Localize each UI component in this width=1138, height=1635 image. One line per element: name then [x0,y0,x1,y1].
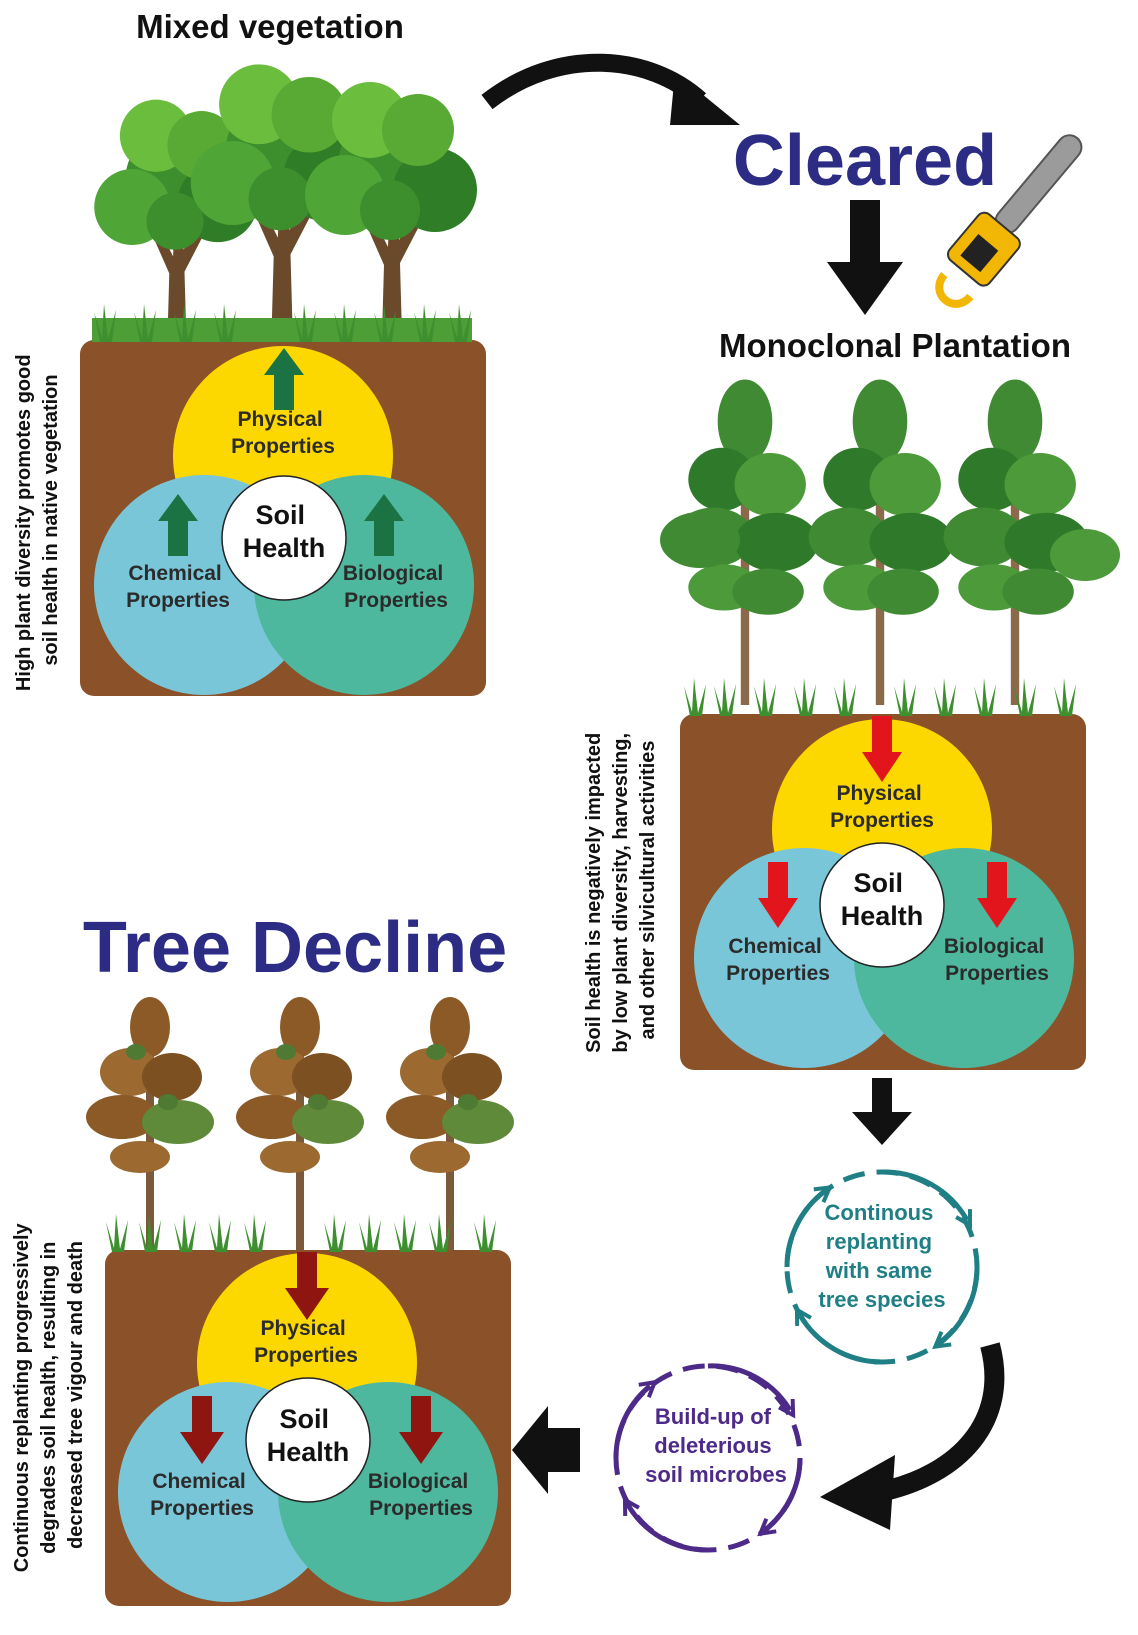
biological-label: Properties [945,962,1049,985]
panel-mixed-vegetation: Physical Properties Chemical Properties … [80,64,486,696]
biological-label: Properties [369,1497,473,1520]
soil-venn-diagram: Physical Properties Chemical Properties … [94,346,474,695]
flow-arrow [481,53,740,125]
soil-health-label: Soil [853,868,903,898]
tree-icon [94,64,477,340]
panel-tree-decline: Physical Properties Chemical Properties … [86,997,514,1606]
physical-label: Physical [237,408,322,431]
microbes-label: Build-up of [655,1404,772,1429]
svg-text:Chemical Properties: Chemical Properties [126,562,230,612]
biological-label: Biological [368,1470,468,1493]
soil-health-circle [245,1377,371,1503]
svg-text:Chemical Properties: Chemical Properties [726,935,830,985]
physical-label: Properties [254,1344,358,1367]
down-arrow-icon [852,1078,912,1145]
svg-text:Physical Properties: Physical Properties [830,782,934,832]
soil-health-label: Soil [279,1404,329,1434]
title-monoclonal-plantation: Monoclonal Plantation [719,327,1071,364]
down-arrow-icon [758,716,1017,928]
tree-icon [86,997,514,1252]
svg-text:Soil Health: Soil Health [243,500,326,563]
note-negative-impact: Soil health is negatively impacted by lo… [583,727,659,1053]
svg-text:Continous replanting: Continous replanting with same tree spec… [818,1200,945,1312]
chemical-label: Chemical [128,562,221,585]
chemical-label: Chemical [728,935,821,958]
svg-text:Soil Health: Soil Health [841,868,924,931]
title-mixed-vegetation: Mixed vegetation [136,8,404,45]
soil-health-circle [819,842,945,968]
biological-label: Biological [944,935,1044,958]
down-arrow-icon [827,200,903,315]
physical-label: Properties [830,809,934,832]
soil-health-circle [221,475,347,601]
replanting-label: Continous [825,1200,934,1225]
replanting-label: with same [825,1258,932,1283]
replanting-cycle: Continous replanting with same tree spec… [784,1169,980,1365]
chemical-label: Properties [150,1497,254,1520]
svg-text:Soil Health: Soil Health [267,1404,350,1467]
biological-label: Biological [343,562,443,585]
note-high-diversity: High plant diversity promotes good soil … [13,349,62,691]
tree-icon [660,379,1120,705]
svg-text:Physical Properties: Physical Properties [231,408,335,458]
soil-venn-diagram: Physical Properties Chemical Properties … [118,1252,498,1602]
physical-label: Physical [836,782,921,805]
up-arrow-icon [158,348,404,556]
svg-text:Biological Properties: Biological Properties [368,1470,474,1520]
soil-health-label: Soil [255,500,305,530]
title-cleared: Cleared [733,121,997,201]
svg-text:Physical Properties: Physical Properties [254,1317,358,1367]
soil-health-label: Health [841,901,924,931]
microbes-label: deleterious [654,1433,771,1458]
grass-icon [92,304,472,342]
svg-text:Build-up of deleterious: Build-up of deleterious soil microbes [645,1404,787,1487]
physical-label: Physical [260,1317,345,1340]
microbes-cycle: Build-up of deleterious soil microbes [613,1363,803,1553]
soil-health-label: Health [243,533,326,563]
svg-text:Biological Properties: Biological Properties [343,562,449,612]
physical-label: Properties [231,435,335,458]
note-continuous-replanting: Continuous replanting progressively degr… [11,1218,87,1573]
soil-health-label: Health [267,1437,350,1467]
title-tree-decline: Tree Decline [83,908,507,988]
microbes-label: soil microbes [645,1462,787,1487]
chemical-label: Properties [126,589,230,612]
replanting-label: replanting [826,1229,932,1254]
chemical-label: Chemical [152,1470,245,1493]
svg-text:Biological Properties: Biological Properties [944,935,1050,985]
left-arrow-icon [512,1406,580,1494]
chemical-label: Properties [726,962,830,985]
down-arrow-icon [180,1252,443,1464]
flow-arrow [820,1342,1005,1530]
svg-text:Chemical Properties: Chemical Properties [150,1470,254,1520]
panel-monoclonal-plantation: Physical Properties Chemical Properties … [660,379,1120,1070]
soil-venn-diagram: Physical Properties Chemical Properties … [694,716,1074,1068]
biological-label: Properties [344,589,448,612]
chainsaw-icon [935,134,1083,308]
replanting-label: tree species [818,1287,945,1312]
